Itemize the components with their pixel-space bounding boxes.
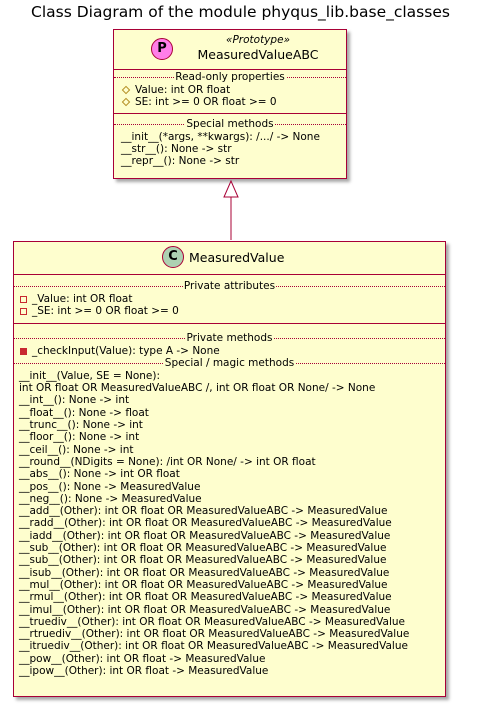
magic-method-row: __sub__(Other): int OR float OR Measured… <box>19 542 387 555</box>
private-method-icon <box>20 347 27 355</box>
section-separator: Special / magic methods <box>14 356 445 370</box>
section-separator: Read-only properties <box>114 71 346 84</box>
magic-method-row: __int__(): None -> int <box>19 394 130 407</box>
magic-method-row: __pow__(Other): int OR float -> Measured… <box>19 652 266 665</box>
section-label: Special methods <box>185 117 275 131</box>
magic-method-row: __float__(): None -> float <box>19 406 149 419</box>
inheritance-arrow <box>223 180 239 240</box>
magic-method-row: __rtruediv__(Other): int OR float OR Mea… <box>19 628 410 641</box>
magic-method-row: __rmul__(Other): int OR float OR Measure… <box>19 591 392 604</box>
private-attribute-icon <box>20 296 27 303</box>
magic-method-row: __round__(NDigits = None): /int OR None/… <box>19 455 316 468</box>
class-header: P «Prototype» MeasuredValueABC <box>114 30 346 69</box>
section-separator: Private attributes <box>14 280 445 293</box>
magic-method-row: __neg__(): None -> MeasuredValue <box>19 492 202 505</box>
magic-method-row: __imul__(Other): int OR float OR Measure… <box>19 603 391 616</box>
class-measured-value-abc: P «Prototype» MeasuredValueABC Read-only… <box>113 29 347 179</box>
class-stereotype: «Prototype» <box>225 34 291 46</box>
section-label: Private methods <box>185 331 274 345</box>
magic-method-row: __iadd__(Other): int OR float OR Measure… <box>19 529 391 542</box>
magic-method-row: __pos__(): None -> MeasuredValue <box>19 480 201 493</box>
class-divider <box>114 69 346 70</box>
magic-method-row: __radd__(Other): int OR float OR Measure… <box>19 517 392 530</box>
attribute-row: _Value: int OR float <box>14 293 445 305</box>
class-measured-value: C MeasuredValue Private attributes _Valu… <box>13 241 446 697</box>
method-row: __init__(*args, **kwargs): /.../ -> None <box>121 130 320 143</box>
private-method-row: _checkInput(Value): type A -> None <box>14 345 445 357</box>
method-row: __str__(): None -> str <box>121 142 232 155</box>
magic-method-row: __mul__(Other): int OR float OR Measured… <box>19 578 388 591</box>
class-header: C MeasuredValue <box>14 242 445 274</box>
private-attribute-icon <box>20 308 27 316</box>
magic-method-row: __itruediv__(Other): int OR float OR Mea… <box>19 640 408 653</box>
class-divider <box>114 112 346 114</box>
class-circle-icon: C <box>162 246 184 268</box>
magic-method-row: __ipow__(Other): int OR float -> Measure… <box>19 665 269 678</box>
section-label: Read-only properties <box>174 71 286 84</box>
property-row: Value: int OR float <box>114 84 346 96</box>
magic-method-row: __isub__(Other): int OR float OR Measure… <box>19 566 390 579</box>
class-header-text: «Prototype» MeasuredValueABC <box>178 34 338 62</box>
section-label: Special / magic methods <box>163 356 296 370</box>
magic-method-row: int OR float OR MeasuredValueABC /, int … <box>19 382 376 395</box>
class-name: MeasuredValueABC <box>197 47 319 62</box>
section-label: Private attributes <box>182 280 277 293</box>
magic-method-row: __trunc__(): None -> int <box>19 419 143 432</box>
section-separator: Private methods <box>14 331 445 345</box>
section-separator: Special methods <box>114 117 346 131</box>
prototype-circle-icon: P <box>151 38 173 60</box>
magic-method-row: __sub__(Other): int OR float OR Measured… <box>19 554 387 567</box>
protected-diamond-icon <box>121 85 131 95</box>
magic-method-list: __init__(Value, SE = None):int OR float … <box>14 370 445 677</box>
protected-diamond-icon <box>121 98 131 107</box>
magic-method-row: __abs__(): None -> int OR float <box>19 468 180 481</box>
class-name: MeasuredValue <box>189 250 285 265</box>
class-divider <box>14 274 445 275</box>
magic-method-row: __init__(Value, SE = None): <box>19 369 161 382</box>
diagram-title: Class Diagram of the module phyqus_lib.b… <box>31 3 450 21</box>
magic-method-row: __truediv__(Other): int OR float OR Meas… <box>19 615 406 628</box>
attribute-row: _SE: int >= 0 OR float >= 0 <box>14 305 445 322</box>
magic-method-row: __ceil__(): None -> int <box>19 443 134 456</box>
method-row: __repr__(): None -> str <box>121 155 240 168</box>
magic-method-row: __add__(Other): int OR float OR Measured… <box>19 505 388 518</box>
magic-method-row: __floor__(): None -> int <box>19 431 140 444</box>
property-row: SE: int >= 0 OR float >= 0 <box>114 96 346 112</box>
class-divider <box>14 322 445 324</box>
